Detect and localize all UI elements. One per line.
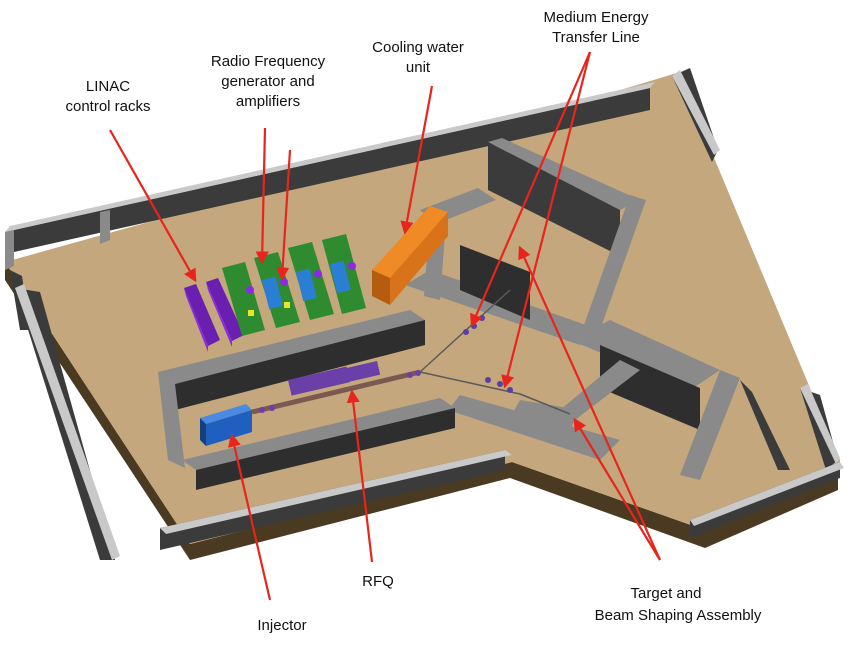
arrow-cooling (400, 85, 434, 235)
rf-generator-units (222, 234, 366, 336)
linac-bunker-left (158, 372, 185, 468)
label-rfq: RFQ (362, 573, 394, 590)
linac-bunker-front (182, 398, 455, 470)
arrow-target-1 (518, 245, 662, 561)
label-target-2: Beam Shaping Assembly (595, 607, 762, 624)
label-linac-1: LINAC (86, 78, 130, 95)
arrow-rfq (346, 389, 374, 563)
arrow-injector (227, 433, 272, 601)
cooling-water-unit (372, 206, 448, 305)
label-cooling-1: Cooling water (372, 39, 464, 56)
label-rf-2: generator and (221, 73, 314, 90)
linac-control-racks (184, 278, 244, 352)
linac-bunker-back (158, 310, 425, 384)
perimeter-walls (5, 68, 844, 560)
label-target-1: Target and (631, 585, 702, 602)
injector (200, 404, 252, 446)
label-linac-2: control racks (65, 98, 150, 115)
linac-bunker-back-face (175, 320, 425, 410)
arrow-rf-1 (255, 127, 269, 265)
floor-slab-side (5, 262, 838, 560)
rfq-beamline (251, 361, 421, 415)
label-rf-3: amplifiers (236, 93, 300, 110)
arrow-meti-1 (470, 51, 592, 328)
label-meti-2: Transfer Line (552, 29, 640, 46)
labels: LINAC control racks Radio Frequency gene… (65, 9, 761, 634)
arrow-rf-2 (276, 149, 292, 281)
arrow-target-2 (573, 417, 661, 561)
label-meti-1: Medium Energy (543, 9, 649, 26)
label-rf-1: Radio Frequency (211, 53, 326, 70)
medium-energy-transfer-line (419, 289, 571, 415)
arrow-meti-2 (501, 51, 592, 389)
label-cooling-2: unit (406, 59, 431, 76)
label-injector: Injector (257, 617, 306, 634)
linac-bunker-front-face (196, 408, 455, 490)
arrow-linac (109, 129, 197, 283)
callout-arrows (109, 51, 662, 601)
